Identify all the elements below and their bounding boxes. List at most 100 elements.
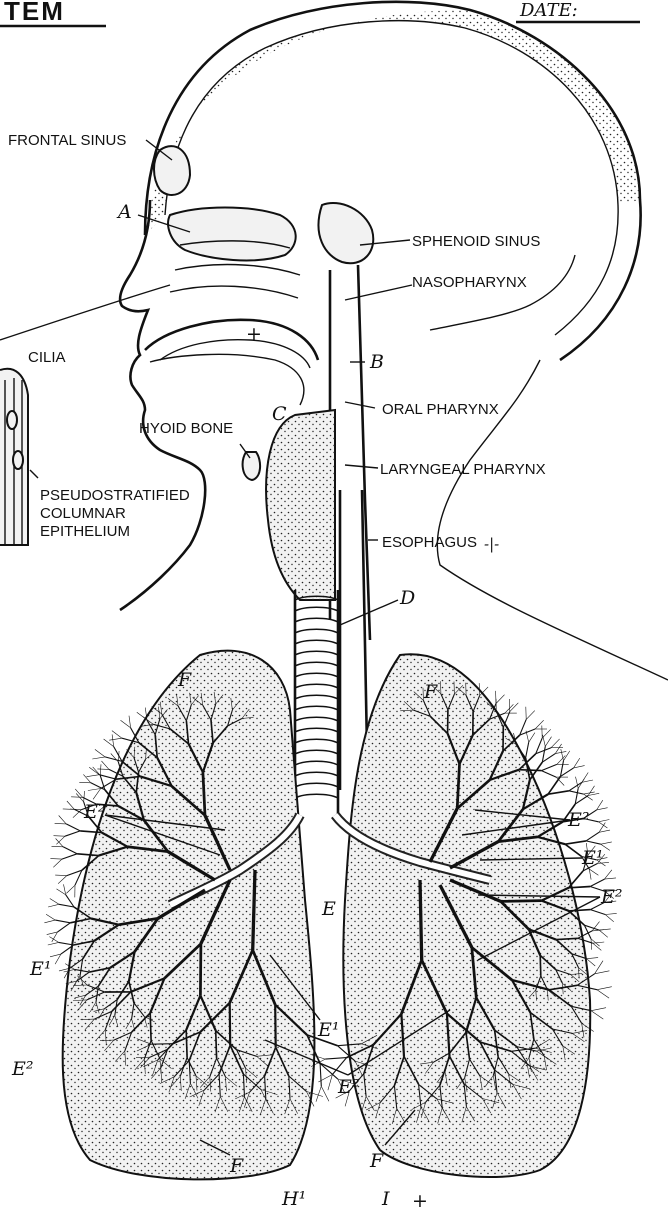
bronchiole	[50, 859, 62, 860]
frontal-sinus	[154, 146, 190, 195]
bronchiole	[597, 808, 608, 810]
bronchiole	[87, 775, 100, 777]
bronchiole	[541, 771, 556, 778]
mark-g: +	[246, 323, 262, 345]
bronchiole	[569, 871, 584, 888]
bronchiole	[591, 1008, 606, 1011]
bronchiole	[588, 786, 594, 796]
letter-e-carina: E	[321, 898, 336, 920]
bronchiole	[54, 836, 66, 837]
trachea-ring	[295, 695, 338, 699]
letter-b: B	[369, 351, 384, 373]
skull-outline	[145, 2, 641, 360]
bronchiole	[48, 904, 59, 907]
leader-epithelium	[30, 470, 38, 478]
bronchiole	[253, 870, 255, 950]
bronchiole	[555, 751, 566, 753]
bronchiole	[561, 761, 564, 777]
bronchiole	[325, 1058, 346, 1060]
bronchiole	[574, 758, 580, 768]
bronchiole	[92, 757, 105, 759]
bronchiole	[598, 822, 607, 828]
trachea-ring	[295, 629, 338, 633]
bronchiole	[510, 703, 519, 712]
bronchiole	[526, 711, 535, 720]
bronchiole	[216, 1031, 217, 1059]
bronchiole	[112, 734, 114, 746]
bronchiole	[574, 766, 585, 768]
bronchiole	[597, 990, 609, 998]
bronchiole	[200, 944, 201, 996]
bronchiole	[598, 820, 609, 822]
letter-f-upper-left: F	[177, 669, 192, 691]
bronchiole	[100, 764, 101, 775]
label-hyoid-bone: HYOID BONE	[139, 420, 233, 437]
bronchiole	[605, 878, 617, 879]
bronchiole	[601, 842, 612, 844]
bronchiole	[75, 789, 82, 797]
hyoid-bone	[243, 452, 260, 480]
bronchiole	[88, 789, 101, 791]
bronchiole	[519, 770, 541, 771]
label-nasopharynx: NASOPHARYNX	[412, 274, 527, 291]
trachea-ring	[295, 728, 338, 732]
bronchiole	[320, 1064, 321, 1087]
label-epithelium-line-3: EPITHELIUM	[40, 523, 130, 540]
bronchiole	[496, 695, 505, 704]
bronchiole	[59, 904, 74, 907]
bronchiole	[104, 739, 114, 747]
bronchiole	[50, 899, 59, 905]
title-fragment: TEM	[4, 0, 65, 26]
bronchiole	[93, 789, 101, 800]
letter-e2-right-lower: E²	[600, 886, 623, 908]
trachea-ring	[295, 717, 338, 721]
bronchiole	[590, 910, 605, 915]
bronchiole	[526, 742, 529, 758]
bronchiole	[64, 884, 66, 894]
bronchiole	[542, 746, 545, 762]
bronchiole	[186, 1030, 187, 1058]
bronchiole	[565, 844, 582, 856]
bronchiole	[589, 869, 598, 875]
trachea-ring	[295, 706, 338, 710]
bronchiole	[71, 797, 83, 798]
bronchiole	[565, 841, 586, 844]
bronchiole	[588, 793, 599, 795]
inset-connector-line	[0, 285, 170, 340]
bronchiole	[591, 1011, 603, 1019]
bronchiole	[541, 764, 556, 770]
bronchiole	[545, 737, 551, 747]
bronchiole	[65, 831, 80, 836]
letter-f-upper-right: F	[423, 681, 438, 703]
letter-c: C	[272, 403, 287, 425]
bronchiole	[529, 733, 535, 743]
bronchiole	[55, 823, 67, 824]
bronchiole	[79, 782, 91, 783]
bronchiole	[66, 885, 75, 893]
bronchiole	[540, 955, 541, 976]
letter-f-bottom-right: F	[369, 1150, 384, 1172]
letter-e2-bottom: E²	[337, 1076, 360, 1098]
bronchiole	[548, 791, 569, 794]
bronchiole	[112, 731, 122, 739]
trachea-ring	[295, 783, 338, 787]
trachea-ring	[295, 739, 338, 743]
trachea-ring	[295, 772, 338, 776]
inferior-concha	[170, 286, 298, 298]
bronchiole	[605, 870, 612, 879]
esophagus-marker: -|-	[484, 535, 499, 553]
bronchiole	[597, 987, 612, 990]
cell-nucleus	[7, 411, 17, 429]
bronchiole	[420, 880, 422, 960]
bronchiole	[564, 751, 570, 761]
cell-nucleus-2	[13, 451, 23, 469]
bronchiole	[58, 923, 71, 932]
bronchiole	[57, 889, 66, 895]
bronchiole	[275, 1005, 276, 1048]
bronchiole	[578, 779, 584, 789]
letter-a: A	[116, 201, 132, 223]
bronchiole	[555, 744, 561, 754]
bronchiole	[595, 971, 610, 974]
